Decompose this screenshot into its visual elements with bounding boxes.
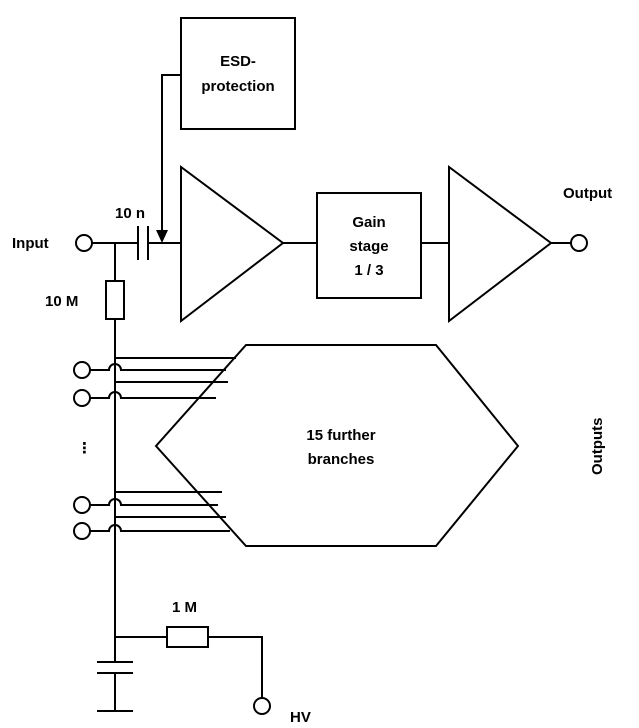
output-label: Output <box>563 185 612 202</box>
capacitor-label: 10 n <box>115 205 145 222</box>
branch-output-terminal <box>73 361 91 379</box>
esd-protection-block <box>180 17 296 130</box>
hv-label: HV <box>290 709 311 726</box>
resistor-hv <box>166 626 209 648</box>
branch-output-wire <box>90 363 226 371</box>
input-amplifier <box>180 165 285 324</box>
branches-label-line2: branches <box>308 451 375 468</box>
outputs-label: Outputs <box>589 418 606 476</box>
esd-arrow-head <box>156 230 168 243</box>
branches-label-line1: 15 further <box>306 427 375 444</box>
resistor-input <box>105 280 125 320</box>
branch-output-terminal <box>73 522 91 540</box>
branch-output-terminal <box>73 496 91 514</box>
branch-output-terminal <box>73 389 91 407</box>
gain-label-line1: Gain <box>352 214 385 231</box>
resistor-hv-label: 1 M <box>172 599 197 616</box>
output-terminal <box>570 234 588 252</box>
gain-label-line2: stage <box>349 238 388 255</box>
hv-wire-right <box>208 636 263 698</box>
gain-stage-block <box>316 192 422 299</box>
further-branches-block <box>154 344 520 547</box>
resistor-input-label: 10 M <box>45 293 78 310</box>
output-amplifier <box>448 165 553 324</box>
esd-connection-wire <box>161 74 181 232</box>
branch-output-wire <box>90 524 230 532</box>
esd-label-line2: protection <box>201 78 274 95</box>
branch-output-wire <box>90 498 218 506</box>
branch-output-wire <box>90 391 216 399</box>
input-terminal <box>75 234 93 252</box>
hv-terminal <box>253 697 271 715</box>
esd-label-line1: ESD- <box>220 53 256 70</box>
ellipsis-icon: ⋮ <box>77 440 92 457</box>
gain-label-line3: 1 / 3 <box>354 262 383 279</box>
input-label: Input <box>12 235 49 252</box>
